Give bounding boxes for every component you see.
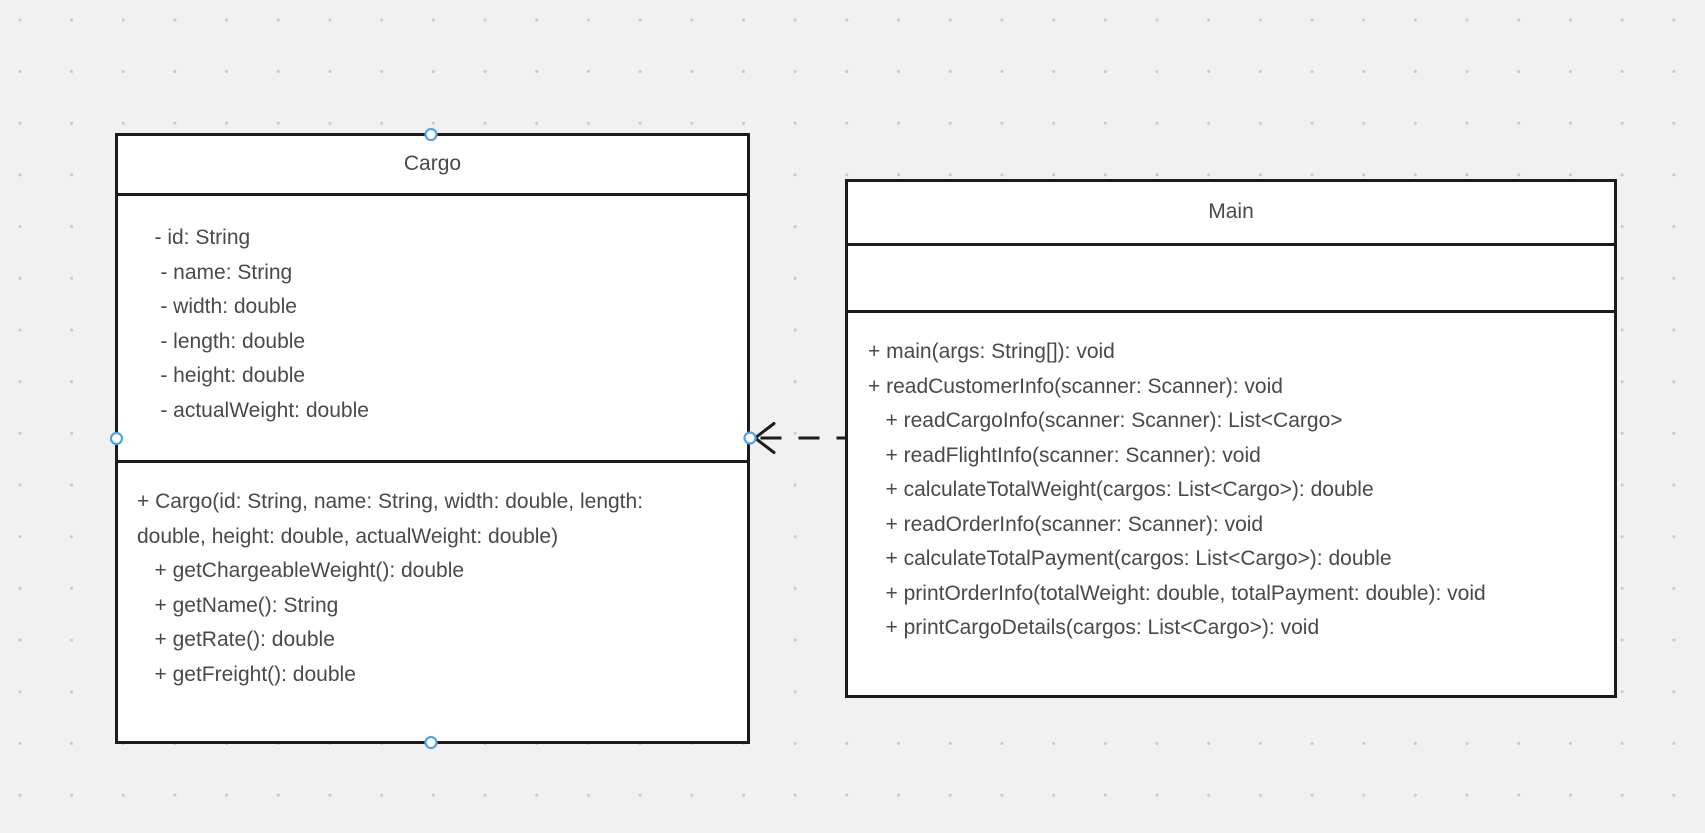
- uml-class-main-title: Main: [1208, 200, 1254, 224]
- uml-method-line: + getFreight(): double: [137, 662, 356, 686]
- uml-method-line: + main(args: String[]): void: [868, 340, 1115, 363]
- uml-attribute-line: - id: String: [137, 226, 251, 249]
- uml-attribute-line: - height: double: [137, 364, 306, 387]
- uml-class-cargo-title: Cargo: [403, 152, 462, 176]
- uml-class-cargo-methods: + Cargo(id: String, name: String, width:…: [118, 460, 747, 741]
- uml-attribute-line: - length: double: [137, 329, 306, 353]
- uml-class-main[interactable]: Main + main(args: String[]): void + readC…: [845, 179, 1617, 698]
- uml-method-line: + getChargeableWeight(): double: [137, 559, 465, 582]
- connection-point-top[interactable]: [424, 127, 438, 142]
- uml-method-line: + readCargoInfo(scanner: Scanner): List<…: [868, 409, 1343, 432]
- uml-method-line: + printCargoDetails(cargos: List<Cargo>)…: [868, 616, 1320, 639]
- edge-endpoint-handle[interactable]: [743, 431, 757, 445]
- uml-method-line: + readCustomerInfo(scanner: Scanner): vo…: [868, 374, 1283, 398]
- uml-attribute-line: - name: String: [137, 260, 293, 284]
- uml-method-line: + calculateTotalWeight(cargos: List<Carg…: [868, 478, 1374, 501]
- uml-method-line: + getName(): String: [137, 593, 339, 617]
- uml-method-line: + getRate(): double: [137, 628, 335, 651]
- uml-method-line: + calculateTotalPayment(cargos: List<Car…: [868, 547, 1392, 570]
- uml-method-line: + readOrderInfo(scanner: Scanner): void: [868, 512, 1264, 536]
- uml-method-line: + Cargo(id: String, name: String, width:…: [137, 490, 644, 513]
- connection-point-bottom[interactable]: [424, 735, 438, 750]
- connection-point-left[interactable]: [109, 431, 124, 446]
- uml-method-line: + printOrderInfo(totalWeight: double, to…: [868, 581, 1486, 605]
- uml-class-main-attributes: [848, 243, 1614, 310]
- uml-class-main-methods: + main(args: String[]): void + readCustom…: [848, 310, 1614, 695]
- uml-class-cargo-attributes: - id: String - name: String - width: dou…: [118, 193, 747, 460]
- uml-attribute-line: - width: double: [137, 295, 297, 318]
- uml-class-cargo[interactable]: Cargo - id: String - name: String - widt…: [115, 133, 750, 744]
- uml-method-line: + readFlightInfo(scanner: Scanner): void: [868, 443, 1261, 467]
- uml-method-line: double, height: double, actualWeight: do…: [137, 524, 559, 548]
- uml-attribute-line: - actualWeight: double: [137, 398, 369, 422]
